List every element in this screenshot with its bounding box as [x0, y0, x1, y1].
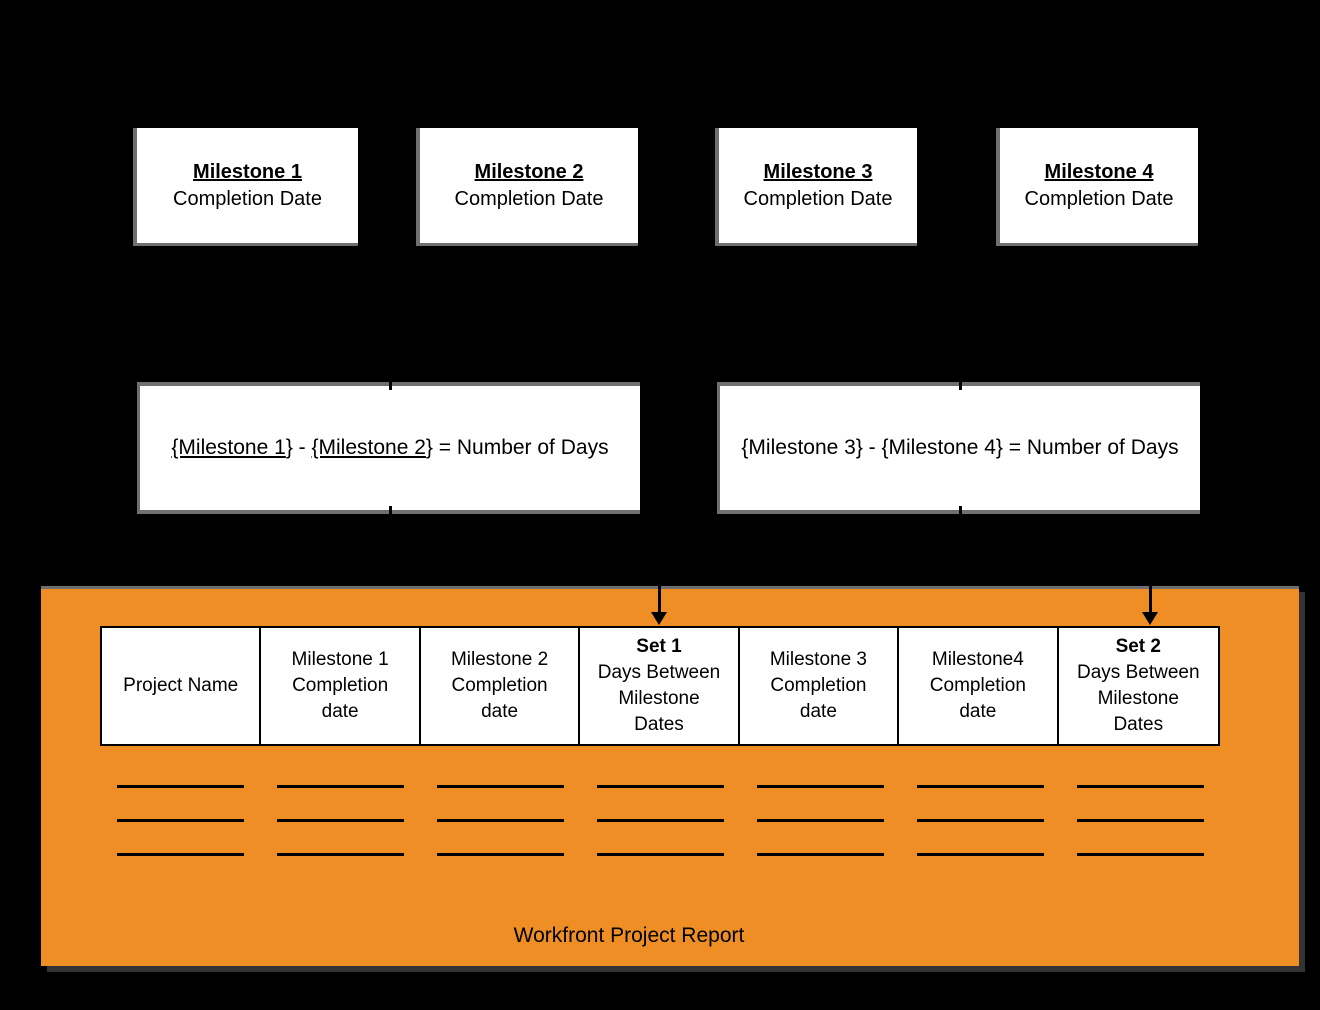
blank-row-line	[1076, 853, 1204, 856]
blank-table-row	[100, 853, 1220, 857]
milestone-3-title: Milestone 3	[763, 160, 873, 183]
header-text: Milestone 1 Completion date	[291, 649, 389, 722]
blank-row-line	[596, 853, 724, 856]
header-cell-project-name: Project Name	[102, 628, 262, 744]
arrow-head	[1142, 612, 1158, 625]
milestone-4-title: Milestone 4	[1044, 160, 1154, 183]
milestone-1-subtitle: Completion Date	[173, 187, 322, 210]
blank-row-line	[276, 853, 404, 856]
blank-row-line	[756, 819, 884, 822]
arrow-stem	[657, 586, 661, 612]
connector-tick	[959, 378, 962, 390]
blank-row-line	[436, 853, 564, 856]
header-bold-line: Set 2	[1115, 636, 1161, 657]
blank-table-row	[100, 819, 1220, 823]
report-table: Project Name Milestone 1 Completion date…	[100, 626, 1220, 746]
down-arrow-icon	[651, 586, 667, 625]
header-text: Project Name	[123, 675, 239, 696]
blank-row-line	[276, 785, 404, 788]
down-arrow-icon	[1142, 586, 1158, 625]
blank-row-line	[276, 819, 404, 822]
blank-row-line	[596, 819, 724, 822]
arrow-stem	[1148, 586, 1152, 612]
milestone-box-4: Milestone 4 Completion Date	[996, 128, 1198, 246]
milestone-1-title: Milestone 1	[193, 160, 302, 183]
milestone-box-2: Milestone 2 Completion Date	[416, 128, 638, 246]
header-bold-line: Set 1	[636, 636, 682, 657]
report-caption: Workfront Project Report	[513, 924, 745, 947]
header-text: Milestone 3 Completion date	[769, 649, 867, 722]
blank-row-line	[436, 819, 564, 822]
header-cell-set-2: Set 2 Days Between Milestone Dates	[1059, 628, 1218, 744]
header-text: Days Between Milestone Dates	[597, 662, 721, 735]
blank-row-line	[916, 785, 1044, 788]
blank-row-line	[756, 785, 884, 788]
milestone-2-title: Milestone 2	[474, 160, 584, 183]
formula-1-segment: {Milestone 1	[171, 436, 286, 459]
formula-1-segment: } -	[285, 436, 312, 459]
connector-tick	[389, 506, 392, 518]
blank-table-row	[100, 785, 1220, 789]
blank-row-line	[756, 853, 884, 856]
blank-row-line	[916, 819, 1044, 822]
header-cell-milestone-1: Milestone 1 Completion date	[261, 628, 421, 744]
formula-box-2: {Milestone 3} - {Milestone 4} = Number o…	[717, 382, 1200, 514]
connector-tick	[959, 506, 962, 518]
arrow-head	[651, 612, 667, 625]
milestone-2-subtitle: Completion Date	[454, 187, 604, 210]
formula-2-segment: {Milestone 3} - {Milestone 4} = Number o…	[741, 436, 1179, 459]
header-text: Days Between Milestone Dates	[1077, 662, 1200, 735]
formula-box-1: {Milestone 1} - {Milestone 2} = Number o…	[137, 382, 640, 514]
blank-row-line	[1076, 785, 1204, 788]
blank-row-line	[436, 785, 564, 788]
connector-tick	[389, 378, 392, 390]
blank-row-line	[1076, 819, 1204, 822]
formula-1-segment: {Milestone 2	[311, 436, 426, 459]
header-cell-milestone-4: Milestone4 Completion date	[899, 628, 1059, 744]
milestone-4-subtitle: Completion Date	[1024, 187, 1174, 210]
blank-row-line	[116, 785, 244, 788]
blank-row-line	[116, 853, 244, 856]
header-cell-set-1: Set 1 Days Between Milestone Dates	[580, 628, 740, 744]
header-text: Milestone4 Completion date	[929, 649, 1026, 722]
blank-row-line	[116, 819, 244, 822]
header-text: Milestone 2 Completion date	[450, 649, 549, 722]
milestone-3-subtitle: Completion Date	[743, 187, 893, 210]
header-cell-milestone-2: Milestone 2 Completion date	[421, 628, 581, 744]
blank-row-line	[916, 853, 1044, 856]
milestone-box-1: Milestone 1 Completion Date	[133, 128, 358, 246]
blank-row-line	[596, 785, 724, 788]
formula-1-segment: } = Number of Days	[425, 436, 609, 459]
milestone-box-3: Milestone 3 Completion Date	[715, 128, 917, 246]
header-cell-milestone-3: Milestone 3 Completion date	[740, 628, 900, 744]
